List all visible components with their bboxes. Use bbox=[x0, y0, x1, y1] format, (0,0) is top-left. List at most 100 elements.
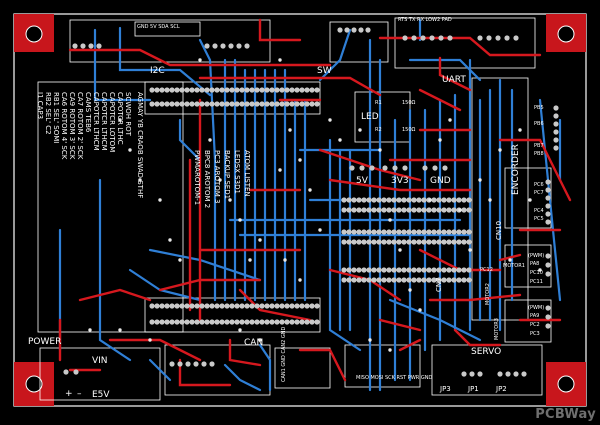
mirror-line-9: CA6 ROTOM 4' SCK bbox=[60, 92, 68, 160]
header-pin bbox=[239, 303, 245, 309]
header-pin bbox=[466, 267, 472, 273]
header-pin bbox=[416, 277, 422, 283]
header-pin bbox=[466, 229, 472, 235]
header-pin bbox=[426, 277, 432, 283]
mirror-line-4: CAPOTCR LTHCM bbox=[100, 92, 108, 151]
header-pin bbox=[274, 101, 280, 107]
header-pin bbox=[236, 43, 242, 49]
header-pin bbox=[371, 277, 377, 283]
via bbox=[498, 148, 502, 152]
header-pin bbox=[431, 239, 437, 245]
header-pin bbox=[401, 267, 407, 273]
header-pin bbox=[249, 101, 255, 107]
header-pin bbox=[169, 319, 175, 325]
via bbox=[438, 138, 442, 142]
header-pin bbox=[441, 239, 447, 245]
header-pin bbox=[219, 319, 225, 325]
header-pin bbox=[259, 319, 265, 325]
header-pin bbox=[279, 101, 285, 107]
header-pin bbox=[299, 87, 305, 93]
header-pin bbox=[386, 267, 392, 273]
jp1-label: JP1 bbox=[468, 385, 479, 393]
header-pin bbox=[366, 267, 372, 273]
header-pin bbox=[431, 277, 437, 283]
header-pin bbox=[314, 87, 320, 93]
header-pin bbox=[351, 239, 357, 245]
header-pin bbox=[229, 319, 235, 325]
header-pin bbox=[341, 229, 347, 235]
vin-label: VIN bbox=[92, 356, 108, 366]
header-pin bbox=[80, 43, 86, 49]
header-pin bbox=[179, 101, 185, 107]
header-pin bbox=[431, 229, 437, 235]
header-pin bbox=[185, 361, 191, 367]
header-pin bbox=[244, 87, 250, 93]
header-pin bbox=[349, 165, 355, 171]
header-pin bbox=[545, 203, 551, 209]
silkscreen-boxes bbox=[37, 17, 552, 401]
header-pin bbox=[199, 303, 205, 309]
header-pin bbox=[406, 229, 412, 235]
header-pin bbox=[391, 207, 397, 213]
header-pin bbox=[279, 303, 285, 309]
via bbox=[368, 338, 372, 342]
header-pin bbox=[521, 371, 527, 377]
header-pin bbox=[451, 239, 457, 245]
header-pin bbox=[416, 239, 422, 245]
header-pin bbox=[351, 27, 357, 33]
header-pin bbox=[426, 207, 432, 213]
header-pin bbox=[365, 27, 371, 33]
header-pin bbox=[451, 267, 457, 273]
header-pin bbox=[154, 303, 160, 309]
header-pin bbox=[411, 239, 417, 245]
header-pin bbox=[381, 277, 387, 283]
header-pin bbox=[391, 239, 397, 245]
header-pin bbox=[436, 239, 442, 245]
header-pin bbox=[351, 207, 357, 213]
header-pin bbox=[466, 239, 472, 245]
header-pin bbox=[456, 229, 462, 235]
via bbox=[128, 148, 132, 152]
pwm-label-a: (PWM) bbox=[528, 253, 545, 259]
header-pin bbox=[371, 197, 377, 203]
header-pin bbox=[371, 267, 377, 273]
header-pin bbox=[371, 207, 377, 213]
header-pin bbox=[346, 277, 352, 283]
header-pin bbox=[269, 101, 275, 107]
header-pin bbox=[224, 303, 230, 309]
header-pin bbox=[96, 43, 102, 49]
header-pin bbox=[545, 195, 551, 201]
header-pin bbox=[254, 101, 260, 107]
via bbox=[228, 198, 232, 202]
via bbox=[283, 258, 287, 262]
header-pin bbox=[194, 303, 200, 309]
header-pin bbox=[495, 35, 501, 41]
via bbox=[448, 118, 452, 122]
header-pin bbox=[461, 229, 467, 235]
via bbox=[418, 308, 422, 312]
header-pin bbox=[346, 239, 352, 245]
header-pin bbox=[154, 319, 160, 325]
header-pin bbox=[477, 371, 483, 377]
header-pin bbox=[154, 87, 160, 93]
mirror-line-10: RB1 SEL' SOMI bbox=[52, 92, 60, 144]
header-pin bbox=[214, 101, 220, 107]
bottom-traces bbox=[58, 18, 562, 392]
pc4-label: PC4 bbox=[534, 208, 544, 214]
header-pin bbox=[456, 267, 462, 273]
header-pin bbox=[376, 277, 382, 283]
center-mirror-5: ATOM LISTEN bbox=[243, 150, 251, 197]
via bbox=[488, 198, 492, 202]
header-pin bbox=[299, 319, 305, 325]
via bbox=[258, 238, 262, 242]
lcd-header-label: GND 5V SDA SCL bbox=[137, 24, 180, 30]
header-pin bbox=[366, 229, 372, 235]
header-pin bbox=[469, 371, 475, 377]
header-pin bbox=[553, 121, 559, 127]
header-pin bbox=[446, 267, 452, 273]
pcbway-watermark: PCBWay bbox=[535, 407, 596, 422]
header-pin bbox=[396, 267, 402, 273]
header-pin bbox=[264, 303, 270, 309]
via bbox=[138, 178, 142, 182]
header-pin bbox=[164, 303, 170, 309]
